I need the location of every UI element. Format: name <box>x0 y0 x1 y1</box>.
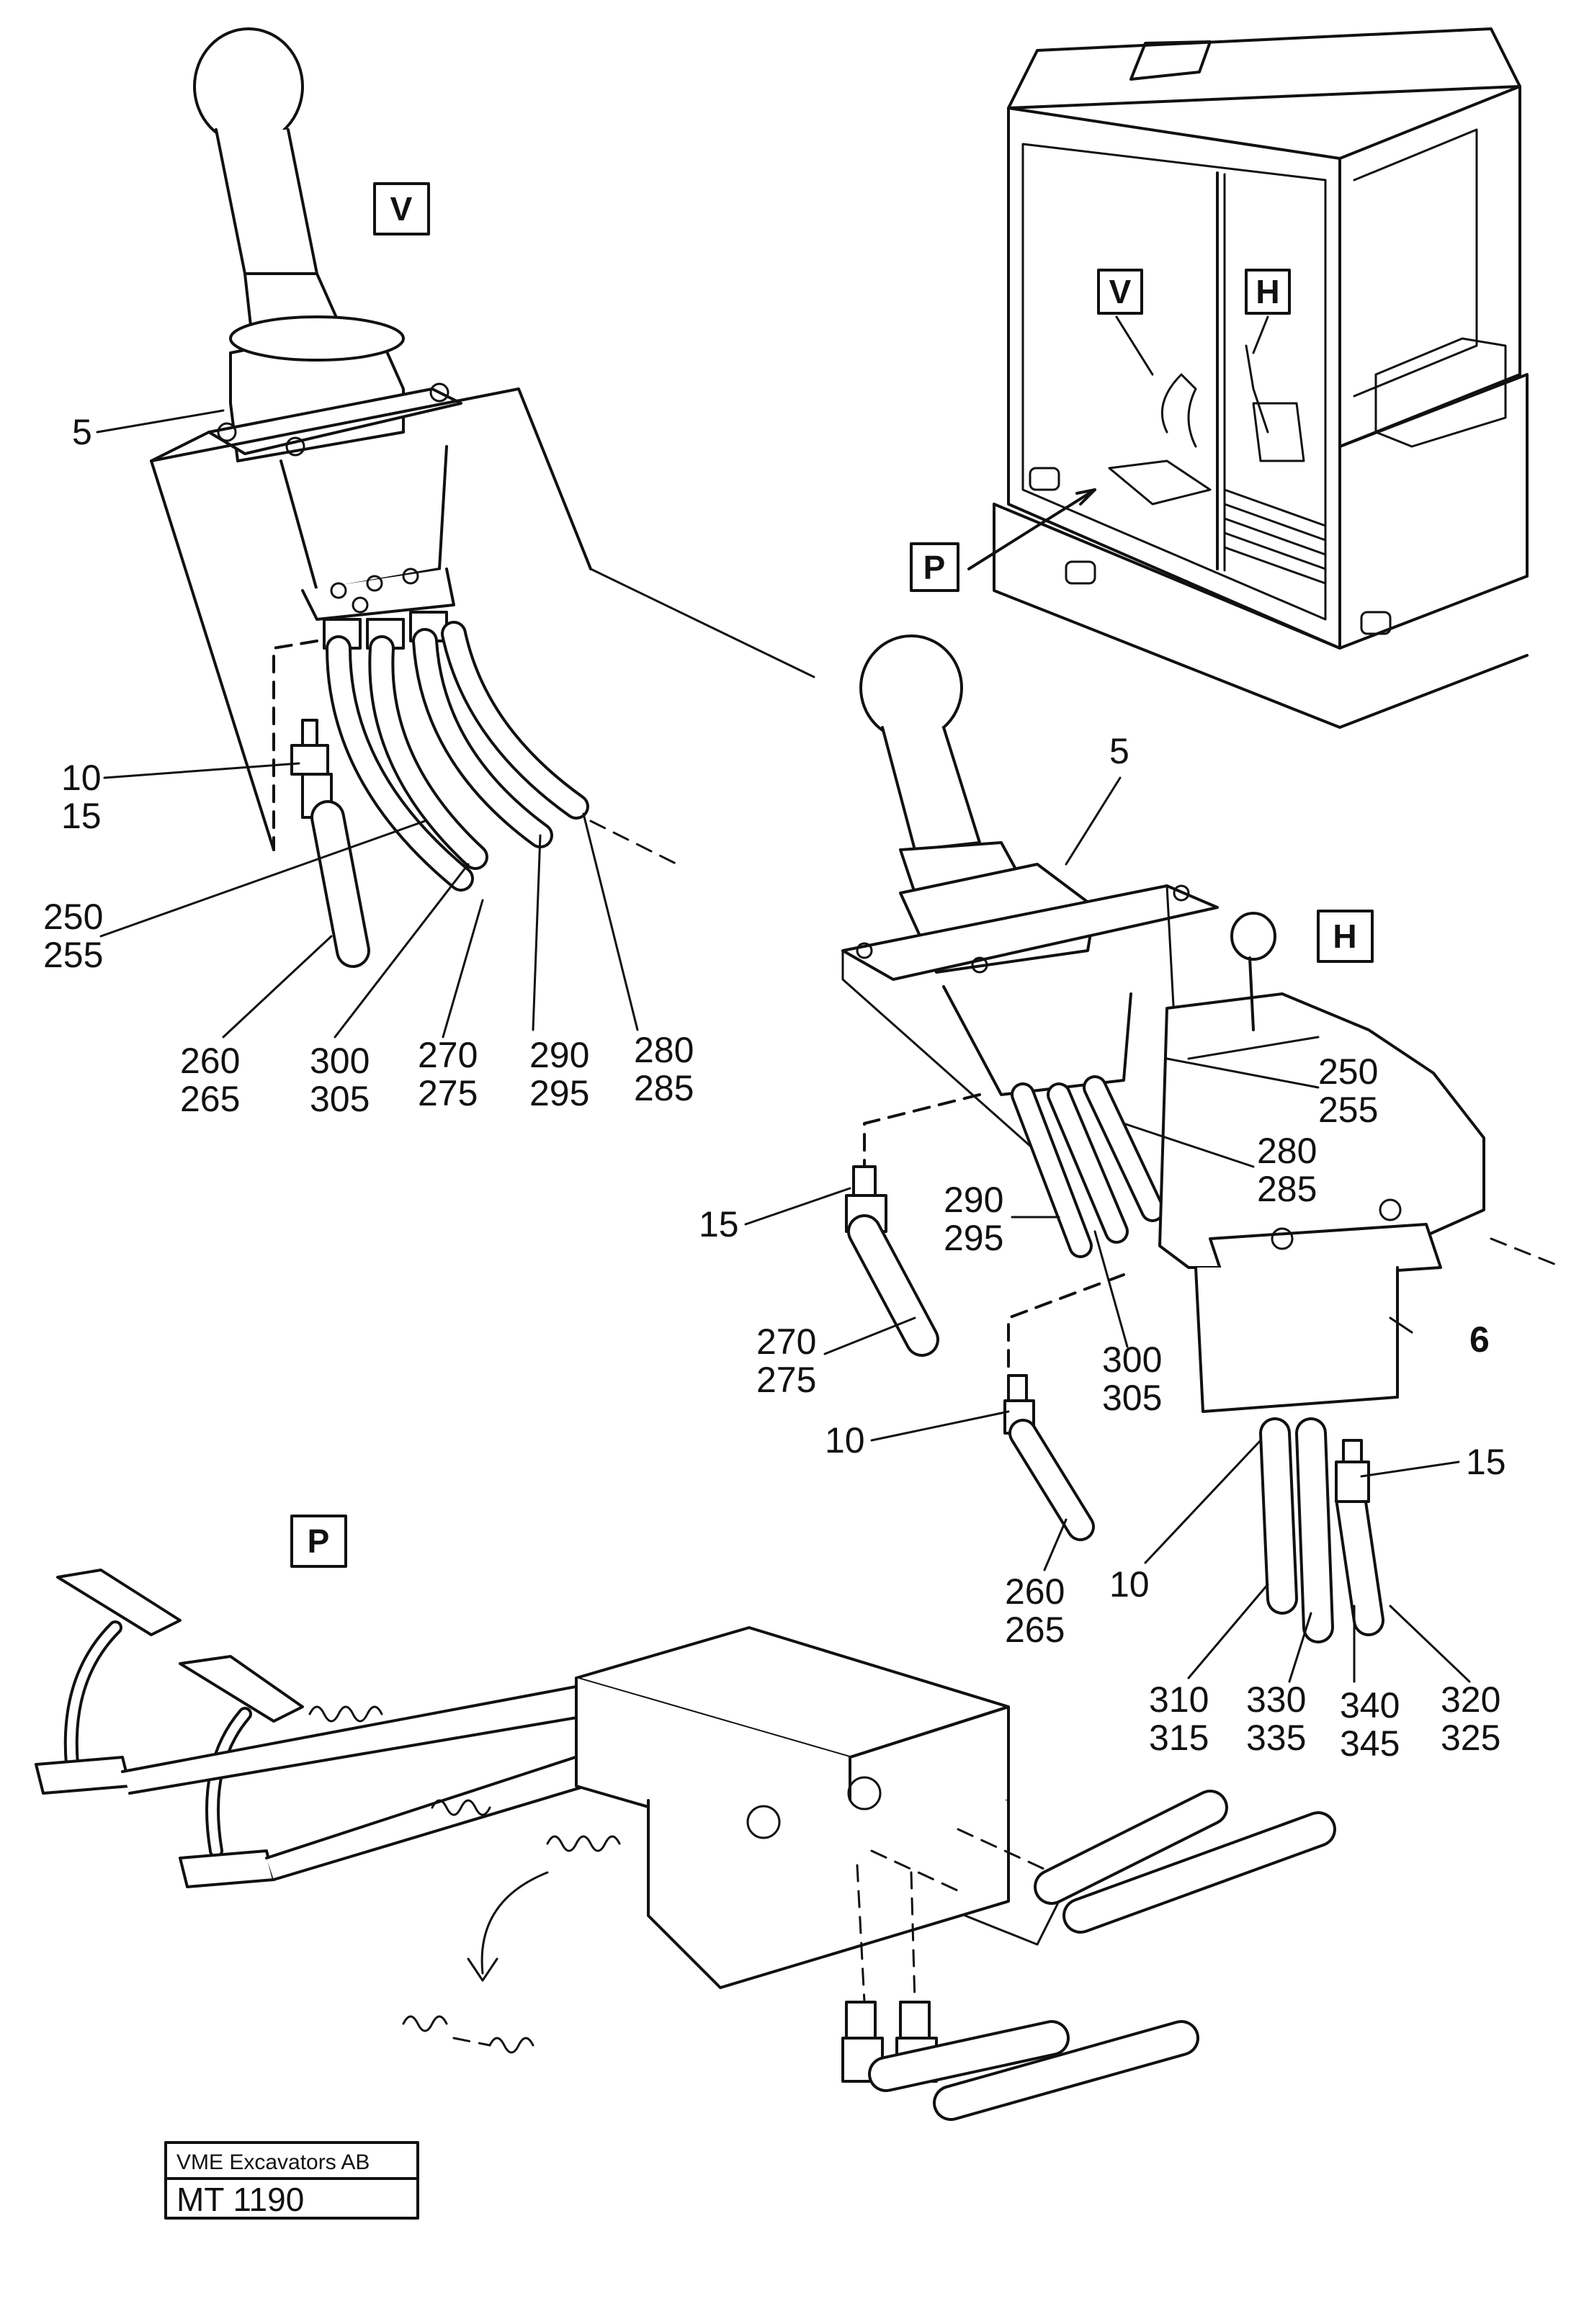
label-h-250: 250 <box>1318 1051 1378 1092</box>
label-v-255: 255 <box>43 935 103 975</box>
pedal-assembly <box>35 1569 1336 2121</box>
label-v-290: 290 <box>529 1035 589 1075</box>
h-labels: 5 250 255 280 285 290 295 15 6 270 275 3… <box>699 731 1506 1764</box>
label-v-275: 275 <box>418 1073 478 1113</box>
box-v: V <box>373 182 430 235</box>
box-h: H <box>1317 910 1374 963</box>
label-v-300: 300 <box>310 1041 370 1081</box>
cab-overview <box>967 27 1529 729</box>
label-h-6: 6 <box>1469 1319 1490 1360</box>
label-h-305: 305 <box>1102 1378 1162 1418</box>
label-v-270: 270 <box>418 1035 478 1075</box>
label-h-280: 280 <box>1257 1131 1317 1171</box>
label-h-345: 345 <box>1340 1723 1400 1764</box>
cab-box-p: P <box>910 542 959 592</box>
box-p: P <box>290 1515 347 1568</box>
joystick-v <box>150 27 815 968</box>
label-h-15b: 15 <box>1466 1442 1506 1482</box>
label-h-290: 290 <box>944 1180 1003 1220</box>
label-v-265: 265 <box>180 1079 240 1119</box>
label-v-5: 5 <box>72 412 92 452</box>
label-h-340: 340 <box>1340 1685 1400 1726</box>
label-h-270: 270 <box>756 1322 816 1362</box>
label-h-5: 5 <box>1109 731 1129 771</box>
label-v-295: 295 <box>529 1073 589 1113</box>
label-h-265: 265 <box>1005 1610 1065 1650</box>
label-h-260: 260 <box>1005 1571 1065 1612</box>
v-leaders <box>96 409 639 1038</box>
label-h-325: 325 <box>1441 1718 1500 1758</box>
label-v-285: 285 <box>634 1068 694 1108</box>
svg-text:H: H <box>1256 273 1279 310</box>
cab-box-v: V <box>1097 269 1143 315</box>
label-v-15: 15 <box>61 796 102 836</box>
label-h-255: 255 <box>1318 1090 1378 1130</box>
title-block: VME Excavators AB MT 1190 <box>164 2141 419 2220</box>
label-h-275: 275 <box>756 1360 816 1400</box>
label-h-10a: 10 <box>825 1420 865 1461</box>
svg-text:P: P <box>923 549 946 586</box>
label-h-335: 335 <box>1246 1718 1306 1758</box>
label-h-315: 315 <box>1149 1718 1209 1758</box>
label-v-305: 305 <box>310 1079 370 1119</box>
svg-text:H: H <box>1333 918 1356 955</box>
cab-box-h: H <box>1245 269 1291 315</box>
label-v-260: 260 <box>180 1041 240 1081</box>
svg-text:V: V <box>390 190 413 228</box>
h-leaders <box>744 776 1471 1683</box>
label-h-300: 300 <box>1102 1340 1162 1380</box>
label-v-280: 280 <box>634 1030 694 1070</box>
svg-text:P: P <box>308 1522 330 1560</box>
label-h-10b: 10 <box>1109 1564 1150 1605</box>
svg-text:V: V <box>1109 273 1132 310</box>
label-h-310: 310 <box>1149 1679 1209 1720</box>
label-h-285: 285 <box>1257 1169 1317 1209</box>
joystick-h <box>841 634 1565 1643</box>
label-h-320: 320 <box>1441 1679 1500 1720</box>
label-v-10: 10 <box>61 758 102 798</box>
v-labels: 5 10 15 250 255 260 265 300 305 270 275 … <box>43 412 694 1119</box>
label-v-250: 250 <box>43 897 103 937</box>
label-h-15a: 15 <box>699 1204 739 1244</box>
footer-code: MT 1190 <box>176 2181 304 2218</box>
label-h-330: 330 <box>1246 1679 1306 1720</box>
footer-company: VME Excavators AB <box>176 2150 370 2174</box>
label-h-295: 295 <box>944 1218 1003 1258</box>
